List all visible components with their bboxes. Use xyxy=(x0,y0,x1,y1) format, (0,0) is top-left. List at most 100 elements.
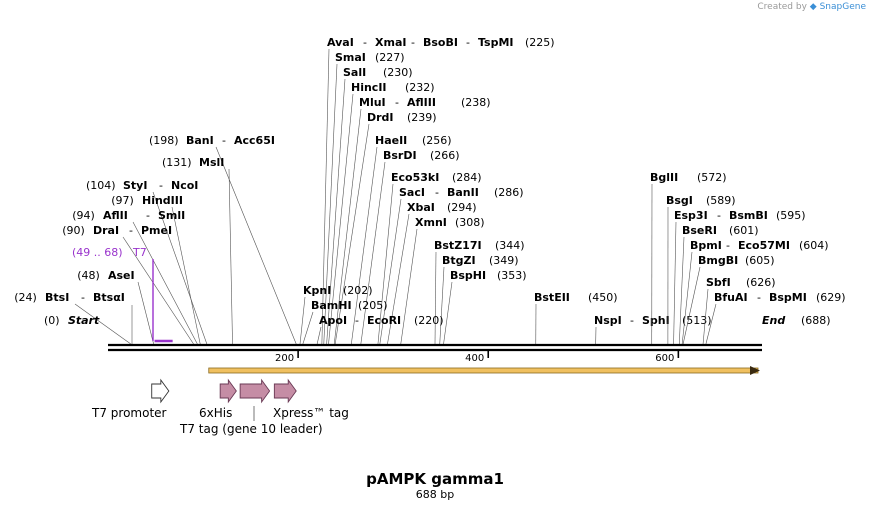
site-position: (450) xyxy=(588,291,618,304)
site-position: (572) xyxy=(697,171,727,184)
site-separator: - xyxy=(81,291,85,304)
site-haeii xyxy=(351,146,378,345)
site-kpni xyxy=(299,296,306,345)
site-sbfi xyxy=(702,288,709,345)
site-mlui xyxy=(333,108,362,345)
site-name: PmeI xyxy=(141,224,172,237)
site-position: (131) xyxy=(162,156,192,169)
snapgene-watermark: Created by ◆ SnapGene xyxy=(757,2,866,12)
site-separator: - xyxy=(159,179,163,192)
site-leader-line xyxy=(122,236,194,345)
site-name: HindIII xyxy=(142,194,183,207)
site-sali xyxy=(326,78,346,345)
site-bani xyxy=(215,146,297,345)
site-leader-line xyxy=(152,191,208,345)
site-bsphi xyxy=(443,281,453,345)
site-position: (94) xyxy=(72,209,95,222)
site-position: (353) xyxy=(497,269,527,282)
site-leader-line xyxy=(400,228,418,345)
site-position: (595) xyxy=(776,209,806,222)
site-afliii xyxy=(132,221,198,345)
site-name: BpmI xyxy=(690,239,722,252)
feature-t7-promoter-arrow xyxy=(151,378,170,404)
site-name: BtsI xyxy=(45,291,69,304)
end-position: (688) xyxy=(801,314,831,327)
site-position: (220) xyxy=(414,314,444,327)
site-name: Acc65I xyxy=(234,134,275,147)
site-leader-line xyxy=(678,236,685,345)
site-name: ApoI xyxy=(319,314,347,327)
plasmid-size: 688 bp xyxy=(415,488,455,501)
site-name: BsrDI xyxy=(383,149,417,162)
site-position: (286) xyxy=(494,186,524,199)
site-name: DrdI xyxy=(367,111,394,124)
site-position: (238) xyxy=(461,96,491,109)
site-separator: - xyxy=(355,314,359,327)
ruler-tick-label: 200 xyxy=(275,353,294,364)
site-position: (90) xyxy=(62,224,85,237)
site-bamhi xyxy=(302,311,314,345)
site-position: (104) xyxy=(86,179,116,192)
site-separator: - xyxy=(726,239,730,252)
site-position: (97) xyxy=(111,194,134,207)
site-bpmi xyxy=(681,251,693,345)
site-leader-line xyxy=(702,288,709,345)
site-drdi xyxy=(334,123,370,345)
site-styi xyxy=(152,191,208,345)
site-name: BmgBI xyxy=(698,254,738,267)
plasmid-name: pAMPK gamma1 xyxy=(366,470,504,488)
start-label: Start xyxy=(68,314,100,327)
site-position: (513) xyxy=(682,314,712,327)
site-separator: - xyxy=(411,36,415,49)
site-name: SmaI xyxy=(335,51,366,64)
site-leader-line xyxy=(323,63,338,345)
site-bfuai xyxy=(705,303,717,345)
site-position: (294) xyxy=(447,201,477,214)
feature-t7-tag-label: T7 tag (gene 10 leader) xyxy=(179,422,323,436)
orf-arrow-icon xyxy=(750,366,760,375)
site-leader-line xyxy=(328,93,354,345)
site-asei xyxy=(137,281,154,345)
site-name: XmnI xyxy=(415,216,447,229)
site-bsrdi xyxy=(360,161,386,345)
site-position: (349) xyxy=(489,254,519,267)
site-leader-line xyxy=(377,183,394,345)
ruler-tick-label: 400 xyxy=(465,353,484,364)
site-name: BstEII xyxy=(534,291,570,304)
feature-6xhis-label: 6xHis xyxy=(199,406,232,420)
site-position: (605) xyxy=(745,254,775,267)
site-name: BsmBI xyxy=(729,209,768,222)
site-position: (239) xyxy=(407,111,437,124)
site-name: Eco53kI xyxy=(391,171,439,184)
site-name: BstZ17I xyxy=(434,239,482,252)
site-name: BglII xyxy=(650,171,678,184)
site-leader-line xyxy=(681,251,693,345)
site-position: (284) xyxy=(452,171,482,184)
site-position: (48) xyxy=(77,269,100,282)
site-position: (589) xyxy=(706,194,736,207)
site-name: AflIII xyxy=(407,96,436,109)
site-name: BspMI xyxy=(769,291,807,304)
site-position: (24) xyxy=(14,291,37,304)
site-leader-line xyxy=(326,78,346,345)
site-name: XbaI xyxy=(407,201,435,214)
site-leader-line xyxy=(334,123,370,345)
site-hindiii xyxy=(171,206,201,345)
start-position: (0) xyxy=(44,314,60,327)
feature-xpress-tag-label: Xpress™ tag xyxy=(273,406,349,420)
site-name: BanI xyxy=(186,134,214,147)
end-label: End xyxy=(762,314,785,327)
site-position: (629) xyxy=(816,291,846,304)
site-separator: - xyxy=(757,291,761,304)
site-name: BamHI xyxy=(311,299,352,312)
site-leader-line xyxy=(74,303,131,345)
site-position: (256) xyxy=(422,134,452,147)
site-name: BsoBI xyxy=(423,36,458,49)
watermark-prefix: Created by xyxy=(757,2,807,12)
site-separator: - xyxy=(435,186,439,199)
primer-name: T7 xyxy=(132,246,147,259)
site-leader-line xyxy=(137,281,154,345)
site-separator: - xyxy=(717,209,721,222)
site-position: (225) xyxy=(525,36,555,49)
